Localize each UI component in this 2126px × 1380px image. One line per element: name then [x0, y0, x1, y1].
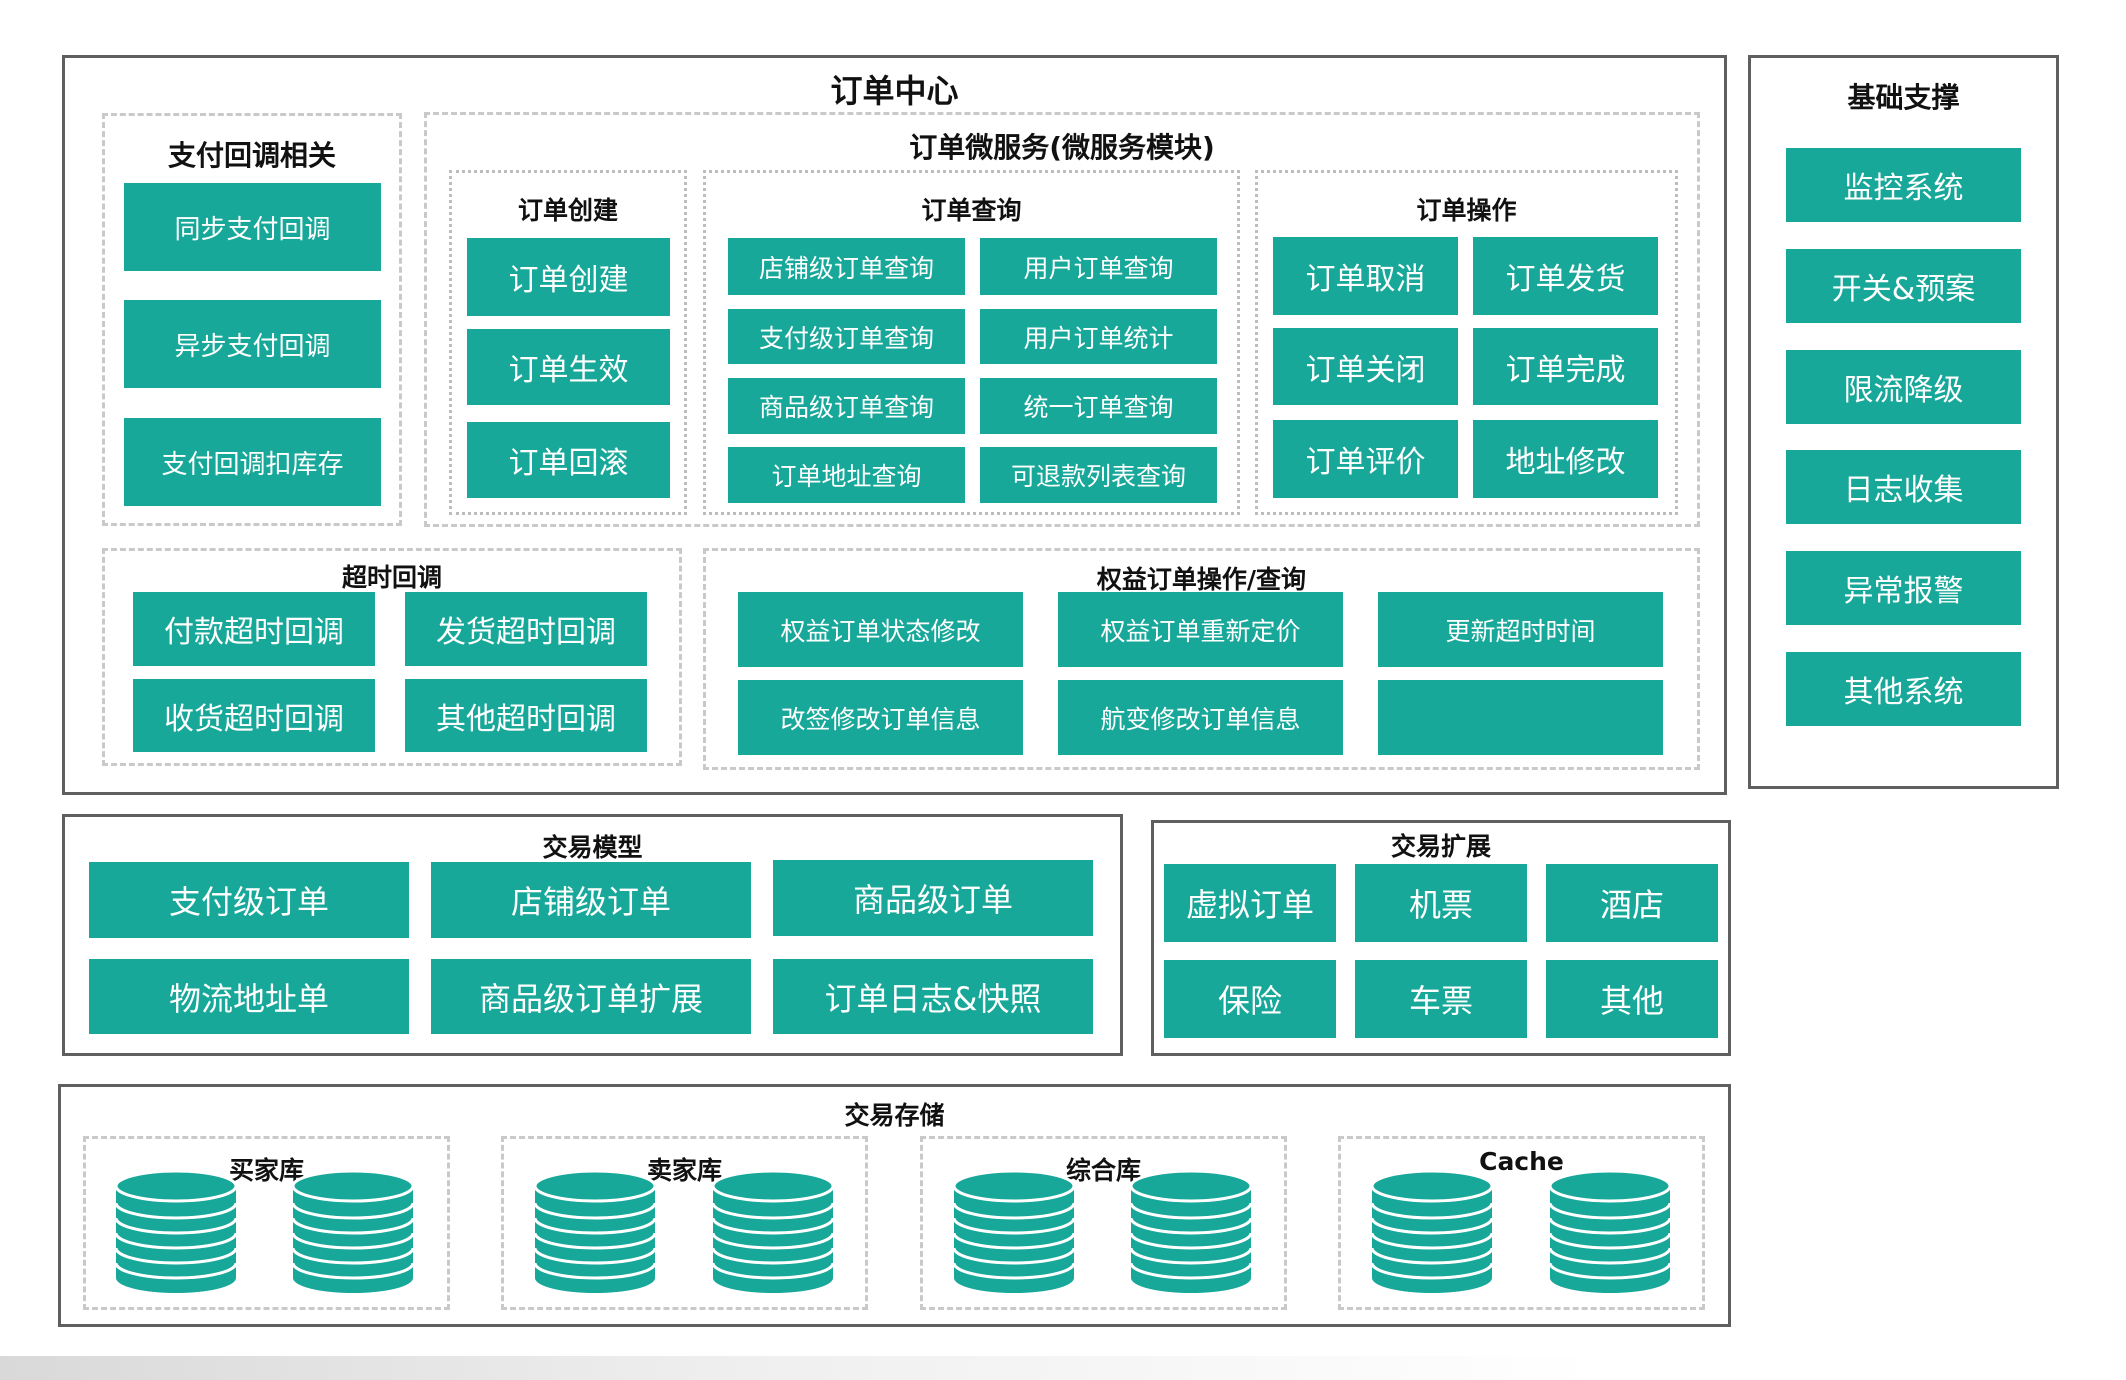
database-icon [113, 1169, 239, 1294]
rights-reprice: 权益订单重新定价 [1058, 592, 1343, 667]
buyer-db-title: 买家库 [228, 1156, 304, 1185]
receive-timeout-callback: 收货超时回调 [133, 679, 375, 752]
order-center-title: 订单中心 [830, 72, 959, 110]
order-rollback-tile: 订单回滚 [467, 422, 670, 498]
product-order-extension: 商品级订单扩展 [431, 959, 751, 1034]
database-icon [710, 1169, 836, 1294]
order-complete-tile: 订单完成 [1473, 328, 1658, 405]
cache-title: Cache [1479, 1147, 1564, 1176]
order-create-tile: 订单创建 [467, 238, 670, 316]
database-icon [1547, 1169, 1673, 1294]
order-address-query: 订单地址查询 [728, 447, 965, 503]
payment-callback-stock: 支付回调扣库存 [124, 418, 381, 506]
order-operate-title: 订单操作 [1416, 196, 1517, 225]
monitoring-system: 监控系统 [1786, 148, 2021, 222]
timeout-callback-title: 超时回调 [341, 563, 442, 592]
database-icon [1369, 1169, 1495, 1294]
payment-callback-title: 支付回调相关 [167, 139, 336, 172]
log-collection: 日志收集 [1786, 450, 2021, 524]
trade-extension-title: 交易扩展 [1390, 832, 1491, 861]
product-level-order: 商品级订单 [773, 860, 1093, 936]
rights-order-title: 权益订单操作/查询 [1096, 565, 1307, 594]
database-icon [290, 1169, 416, 1294]
logistics-address-order: 物流地址单 [89, 959, 409, 1034]
seller-db-title: 卖家库 [646, 1156, 722, 1185]
database-icon [1128, 1169, 1254, 1294]
switch-plan: 开关&预案 [1786, 249, 2021, 323]
flight-change-modify-order: 航变修改订单信息 [1058, 680, 1343, 755]
rights-status-modify: 权益订单状态修改 [738, 592, 1023, 667]
order-close-tile: 订单关闭 [1273, 328, 1458, 405]
shop-level-order: 店铺级订单 [431, 862, 751, 938]
ship-timeout-callback: 发货超时回调 [405, 592, 647, 666]
address-modify-tile: 地址修改 [1473, 420, 1658, 498]
ext-other: 其他 [1546, 960, 1718, 1038]
payment-order-query: 支付级订单查询 [728, 309, 965, 364]
general-db-title: 综合库 [1065, 1156, 1141, 1185]
order-query-title: 订单查询 [921, 196, 1022, 225]
trade-storage-title: 交易存储 [844, 1101, 945, 1130]
order-review-tile: 订单评价 [1273, 420, 1458, 498]
trade-model-title: 交易模型 [542, 833, 643, 862]
payment-level-order: 支付级订单 [89, 862, 409, 938]
update-timeout-time: 更新超时时间 [1378, 592, 1663, 667]
train-ticket: 车票 [1355, 960, 1527, 1038]
bottom-shadow [0, 1356, 2126, 1380]
unified-order-query: 统一订单查询 [980, 378, 1217, 434]
database-icon [951, 1169, 1077, 1294]
refundable-list-query: 可退款列表查询 [980, 447, 1217, 503]
order-cancel-tile: 订单取消 [1273, 237, 1458, 315]
order-microservice-title: 订单微服务(微服务模块) [909, 131, 1215, 164]
user-order-stats: 用户订单统计 [980, 309, 1217, 364]
pay-timeout-callback: 付款超时回调 [133, 592, 375, 666]
user-order-query: 用户订单查询 [980, 238, 1217, 295]
flight-ticket: 机票 [1355, 864, 1527, 942]
other-systems: 其他系统 [1786, 652, 2021, 726]
rate-limit-degrade: 限流降级 [1786, 350, 2021, 424]
exception-alarm: 异常报警 [1786, 551, 2021, 625]
sync-payment-callback: 同步支付回调 [124, 183, 381, 271]
database-icon [532, 1169, 658, 1294]
order-create-title: 订单创建 [517, 196, 618, 225]
shop-order-query: 店铺级订单查询 [728, 238, 965, 295]
empty-tile [1378, 680, 1663, 755]
other-timeout-callback: 其他超时回调 [405, 679, 647, 752]
product-order-query: 商品级订单查询 [728, 378, 965, 434]
insurance: 保险 [1164, 960, 1336, 1038]
virtual-order: 虚拟订单 [1164, 864, 1336, 942]
basic-support-title: 基础支撑 [1847, 81, 1960, 114]
rebook-modify-order: 改签修改订单信息 [738, 680, 1023, 755]
order-effective-tile: 订单生效 [467, 329, 670, 405]
async-payment-callback: 异步支付回调 [124, 300, 381, 388]
hotel: 酒店 [1546, 864, 1718, 942]
order-ship-tile: 订单发货 [1473, 237, 1658, 315]
order-log-snapshot: 订单日志&快照 [773, 959, 1093, 1034]
